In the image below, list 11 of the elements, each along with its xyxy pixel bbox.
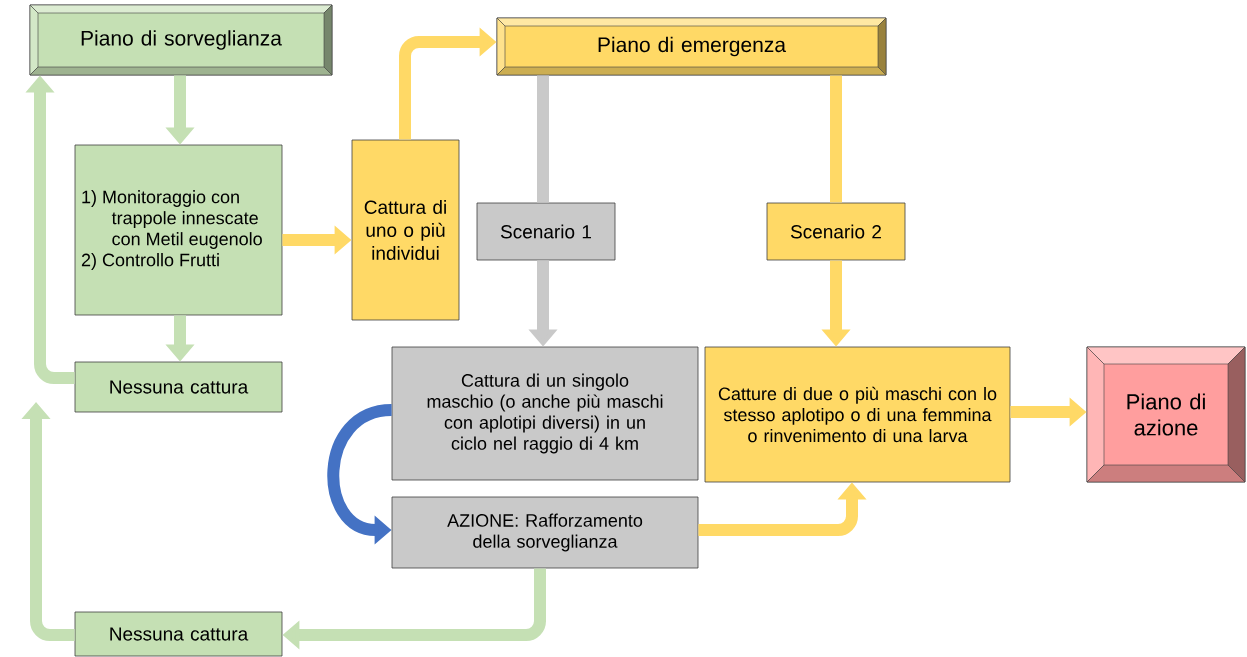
beveled-box: Piano di azione xyxy=(1086,346,1246,483)
beveled-box: Piano di emergenza xyxy=(496,17,887,76)
beveled-box: Piano di sorveglianza xyxy=(29,4,333,76)
process-box: Cattura di un singolo maschio (o anche più maschi con aplotipi diversi) in un ciclo nel raggio di 4 km xyxy=(391,346,699,481)
process-box: Catture di due o più maschi con lo stesso aplotipo o di una femmina o rinvenimento di una larva xyxy=(704,346,1011,483)
process-box: Cattura di uno o più individui xyxy=(351,139,460,321)
scenario-box: Scenario 2 xyxy=(766,202,906,261)
process-box: AZIONE: Rafforzamento della sorveglianza xyxy=(391,496,699,569)
process-box: Nessuna cattura xyxy=(74,611,283,657)
scenario-box: Scenario 1 xyxy=(476,202,616,261)
process-box: 1) Monitoraggio con trappole innescate con Metil eugenolo 2) Controllo Frutti xyxy=(74,144,283,316)
